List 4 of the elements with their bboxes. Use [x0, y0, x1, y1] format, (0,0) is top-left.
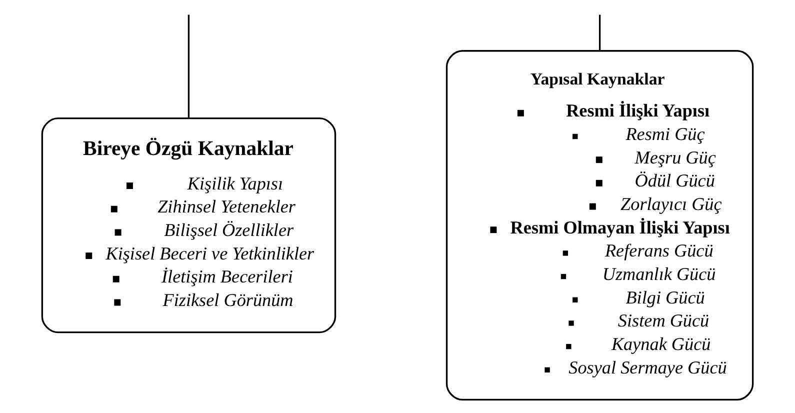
node-box: Bireye Özgü Kaynaklar Kişilik Yapısı Zihinsel Yetenekler Bilişsel Özellikler Kişisel Beceri ve Yetkinlikler İletişim Becerileri Fiziksel Görünüm — [41, 117, 336, 334]
connector — [188, 14, 190, 118]
node-box: Yapısal Kaynaklar Resmi İlişki Yapısı Resmi Güç Meşru Güç Ödül Gücü Zorlayıcı Güç Resmi Olmayan İlişki Yapısı Referans Gücü Uzmanlık Gücü Bilgi Gücü Sistem Gücü Kaynak Gücü Sosyal Sermaye Gücü — [446, 50, 754, 401]
connector — [598, 14, 601, 51]
